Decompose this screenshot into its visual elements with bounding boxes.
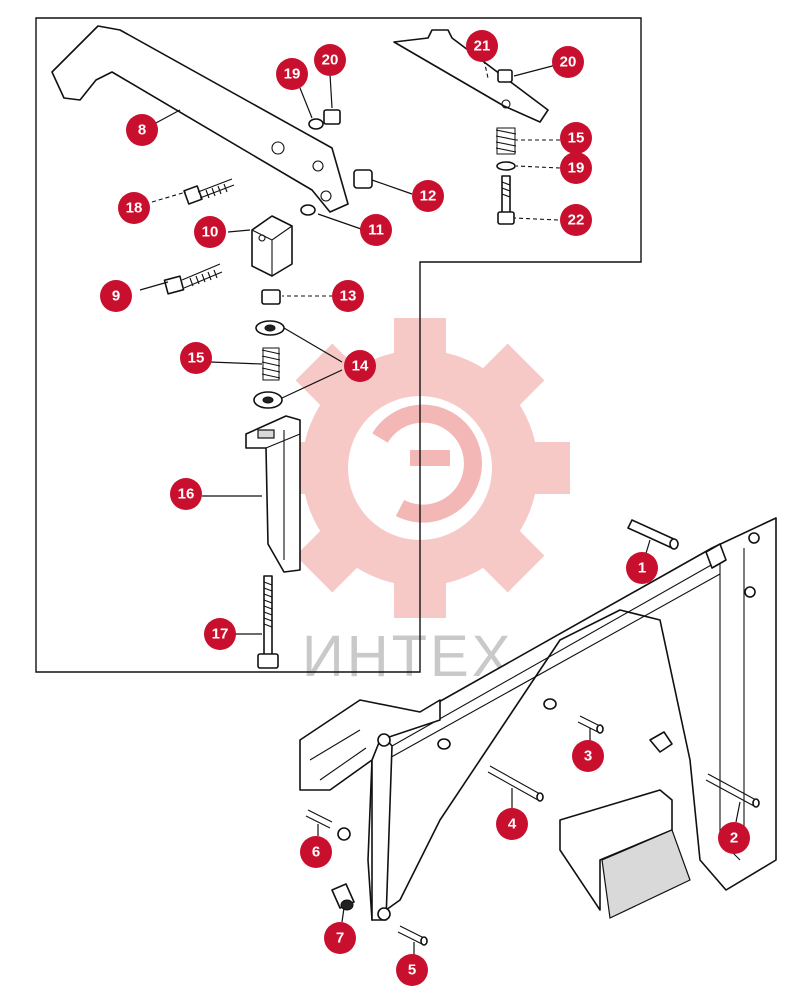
callout-18: 18 (118, 192, 150, 224)
pin-5 (397, 925, 428, 946)
lever-arm (51, 25, 349, 213)
svg-text:12: 12 (420, 188, 437, 205)
spring-15 (261, 347, 281, 381)
svg-text:22: 22 (568, 212, 585, 229)
callout-20-left: 20 (314, 44, 346, 76)
inset-frame (35, 17, 642, 673)
bushing-7 (331, 883, 355, 911)
nut-13 (261, 289, 281, 305)
washer-nut-upper (308, 109, 341, 130)
callout-1: 1 (626, 552, 658, 584)
svg-text:1: 1 (638, 560, 646, 577)
callout-15-right: 15 (560, 122, 592, 154)
callout-9: 9 (100, 280, 132, 312)
svg-text:3: 3 (584, 748, 592, 765)
callout-4: 4 (496, 808, 528, 840)
callout-10: 10 (194, 216, 226, 248)
svg-text:16: 16 (178, 486, 195, 503)
svg-text:7: 7 (336, 930, 344, 947)
callout-8: 8 (126, 114, 158, 146)
bolt-9 (163, 263, 223, 295)
svg-text:18: 18 (126, 200, 143, 217)
callout-13: 13 (332, 280, 364, 312)
svg-text:19: 19 (568, 160, 585, 177)
bolt-18 (183, 178, 235, 205)
pin-6 (305, 809, 351, 841)
svg-text:14: 14 (352, 358, 369, 375)
svg-text:4: 4 (508, 816, 517, 833)
svg-text:13: 13 (340, 288, 357, 305)
svg-text:8: 8 (138, 122, 146, 139)
pin-3 (577, 715, 604, 734)
nut-washer-11-12 (300, 169, 373, 216)
svg-text:15: 15 (568, 130, 585, 147)
svg-text:15: 15 (188, 350, 205, 367)
callout-20-right: 20 (552, 46, 584, 78)
bracket-16 (245, 415, 301, 573)
callout-5: 5 (396, 954, 428, 986)
svg-text:19: 19 (284, 66, 301, 83)
callout-3: 3 (572, 740, 604, 772)
callout-12: 12 (412, 180, 444, 212)
callout-19-left: 19 (276, 58, 308, 90)
plate-21-assembly (393, 29, 549, 225)
pin-1 (627, 519, 679, 550)
callouts: 8 9 10 11 12 13 14 15 15 16 17 18 19 19 … (100, 30, 750, 986)
callout-2: 2 (718, 822, 750, 854)
callout-11: 11 (360, 214, 392, 246)
pin-4 (487, 765, 544, 802)
bolt-17 (257, 575, 279, 669)
svg-text:6: 6 (312, 844, 320, 861)
callout-14: 14 (344, 350, 376, 382)
svg-text:2: 2 (730, 830, 738, 847)
svg-text:11: 11 (368, 222, 384, 239)
svg-text:10: 10 (202, 224, 219, 241)
callout-17: 17 (204, 618, 236, 650)
callout-15-left: 15 (180, 342, 212, 374)
gear-icon (270, 318, 570, 618)
svg-text:17: 17 (212, 626, 229, 643)
watermark-text: ИНТЕХ (302, 624, 513, 689)
callout-19-right: 19 (560, 152, 592, 184)
callout-21: 21 (466, 30, 498, 62)
svg-text:20: 20 (322, 52, 339, 69)
leader-lines (139, 59, 741, 956)
pin-2 (705, 773, 760, 808)
watermark: ИНТЕХ (270, 318, 570, 689)
callout-22: 22 (560, 204, 592, 236)
callout-7: 7 (324, 922, 356, 954)
svg-text:20: 20 (560, 54, 577, 71)
block-10 (251, 215, 293, 277)
callout-16: 16 (170, 478, 202, 510)
callout-6: 6 (300, 836, 332, 868)
frame-assembly (299, 517, 777, 921)
svg-text:9: 9 (112, 288, 120, 305)
svg-text:21: 21 (474, 38, 491, 55)
svg-text:5: 5 (408, 962, 416, 979)
